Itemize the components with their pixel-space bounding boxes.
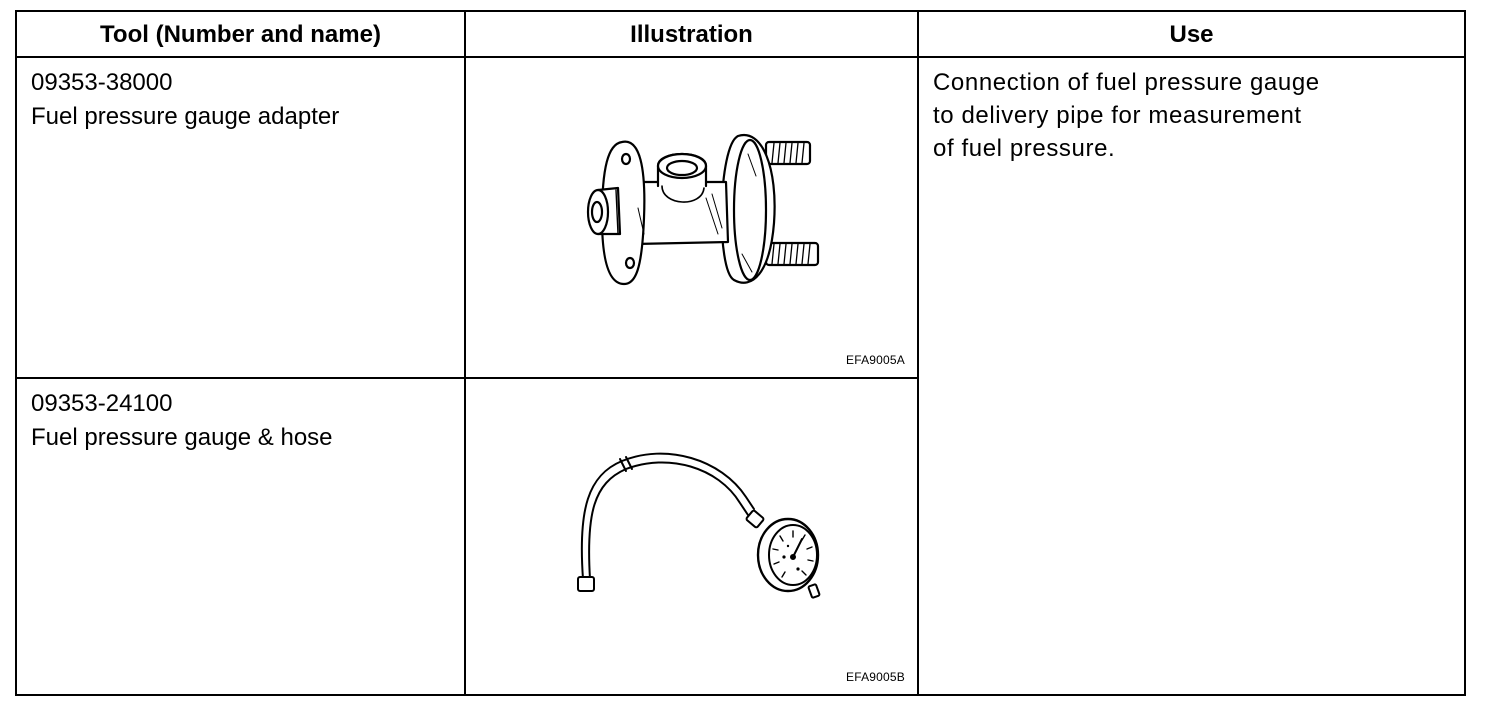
use-line-1: Connection of fuel pressure gauge: [933, 69, 1320, 96]
table-row-2-tool-cell: 09353-24100 Fuel pressure gauge & hose: [17, 379, 464, 694]
header-use-label: Use: [1169, 21, 1214, 48]
fuel-pressure-gauge-and-hose-icon: [577, 452, 821, 599]
table-border-top: [15, 10, 1466, 12]
table-border-bottom: [15, 694, 1466, 696]
column-divider-1: [464, 10, 466, 696]
header-cell-tool: Tool (Number and name): [15, 10, 466, 58]
use-cell: Connection of fuel pressure gauge to del…: [919, 58, 1464, 694]
column-divider-2: [917, 10, 919, 696]
tool-name: Fuel pressure gauge adapter: [31, 103, 340, 130]
header-illustration-label: Illustration: [630, 21, 753, 48]
table-border-right: [1464, 10, 1466, 696]
tool-number: 09353-38000: [31, 69, 173, 96]
special-tool-table: Tool (Number and name) Illustration Use …: [15, 10, 1466, 696]
use-line-2: to delivery pipe for measurement: [933, 102, 1302, 129]
table-border-left: [15, 10, 17, 696]
figure-code-1: EFA9005A: [846, 353, 905, 367]
use-line-3: of fuel pressure.: [933, 135, 1116, 162]
use-description: Connection of fuel pressure gauge to del…: [933, 66, 1320, 165]
header-cell-use: Use: [919, 10, 1464, 58]
table-row-1-illustration-cell: EFA9005A: [466, 58, 917, 377]
table-row-1-tool-cell: 09353-38000 Fuel pressure gauge adapter: [17, 58, 464, 377]
tool-name: Fuel pressure gauge & hose: [31, 424, 333, 451]
figure-code-2: EFA9005B: [846, 670, 905, 684]
header-cell-illustration: Illustration: [466, 10, 917, 58]
tool-number: 09353-24100: [31, 390, 173, 417]
row-divider: [15, 377, 919, 379]
tool-info-1: 09353-38000 Fuel pressure gauge adapter: [31, 66, 339, 134]
fuel-pressure-gauge-adapter-icon: [586, 133, 820, 286]
table-row-2-illustration-cell: EFA9005B: [466, 379, 917, 694]
header-tool-label: Tool (Number and name): [100, 21, 381, 48]
header-divider: [15, 56, 1466, 58]
tool-info-2: 09353-24100 Fuel pressure gauge & hose: [31, 387, 333, 455]
